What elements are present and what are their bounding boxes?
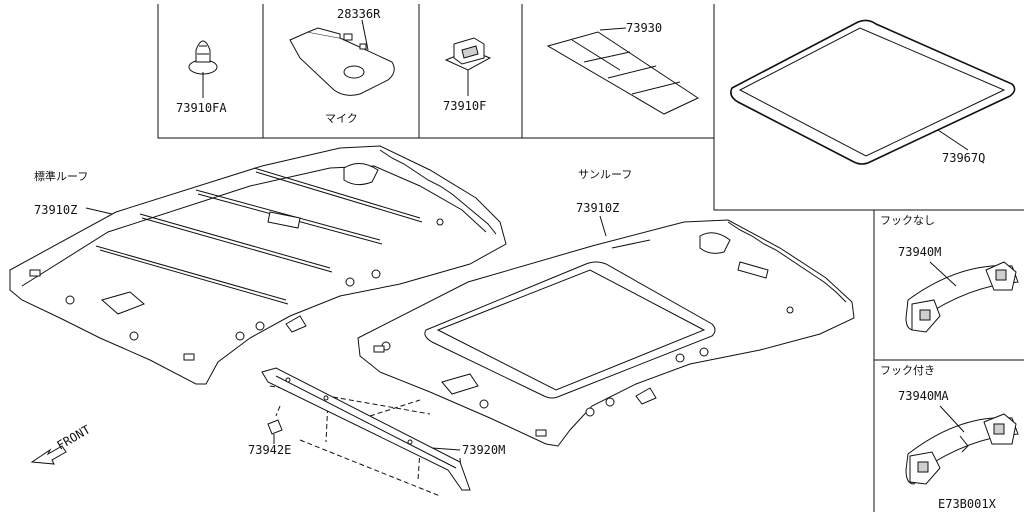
sunroof-headliner-leader <box>599 215 607 237</box>
front-arrow-icon <box>30 445 67 465</box>
grip-hook-caption: フック付き <box>880 364 935 377</box>
trim-label: 73920M <box>462 443 505 457</box>
trim-part <box>261 367 471 491</box>
mic-caption: マイク <box>325 112 358 125</box>
clip-e-part <box>267 419 283 444</box>
grip-hook-part <box>905 405 1019 485</box>
seal-part <box>730 19 1016 165</box>
clip-f-part <box>444 37 492 96</box>
clip-fa-part <box>188 40 218 98</box>
sunroof-headliner-part <box>357 219 855 447</box>
mic-part-label: 28336R <box>337 7 381 21</box>
grip-no-hook-caption: フックなし <box>880 214 935 227</box>
pad-part <box>546 27 700 115</box>
seal-label: 73967Q <box>942 151 985 165</box>
grip-no-hook-label: 73940M <box>898 245 941 259</box>
microphone-part <box>289 19 395 96</box>
clip-fa-label: 73910FA <box>176 101 227 115</box>
grip-no-hook-part <box>905 261 1019 333</box>
standard-headliner-part <box>9 145 507 385</box>
sunroof-caption: サンルーフ <box>578 168 632 181</box>
front-label: FRONT <box>55 422 93 452</box>
grip-hook-label: 73940MA <box>898 389 949 403</box>
sunroof-headliner-label: 73910Z <box>576 201 619 215</box>
guide-lines <box>269 385 463 497</box>
clip-e-label: 73942E <box>248 443 291 457</box>
standard-headliner-leader <box>85 207 113 215</box>
standard-roof-caption: 標準ルーフ <box>34 169 88 183</box>
standard-headliner-label: 73910Z <box>34 203 77 217</box>
inset-frames <box>157 4 1024 512</box>
clip-f-label: 73910F <box>443 99 486 113</box>
diagram-code: E73B001X <box>938 497 997 511</box>
pad-label: 73930 <box>626 21 662 35</box>
